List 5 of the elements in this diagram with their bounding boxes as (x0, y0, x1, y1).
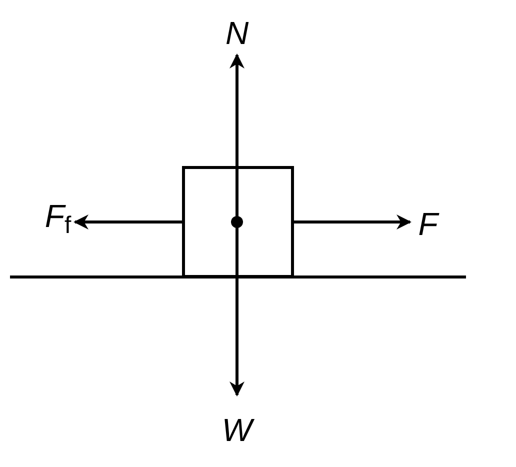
force-label: N (225, 17, 249, 49)
force-label: F$_{f}$ (44, 200, 72, 232)
block (182, 166, 294, 278)
force-label: F (418, 208, 438, 240)
force-label: W (222, 414, 252, 446)
